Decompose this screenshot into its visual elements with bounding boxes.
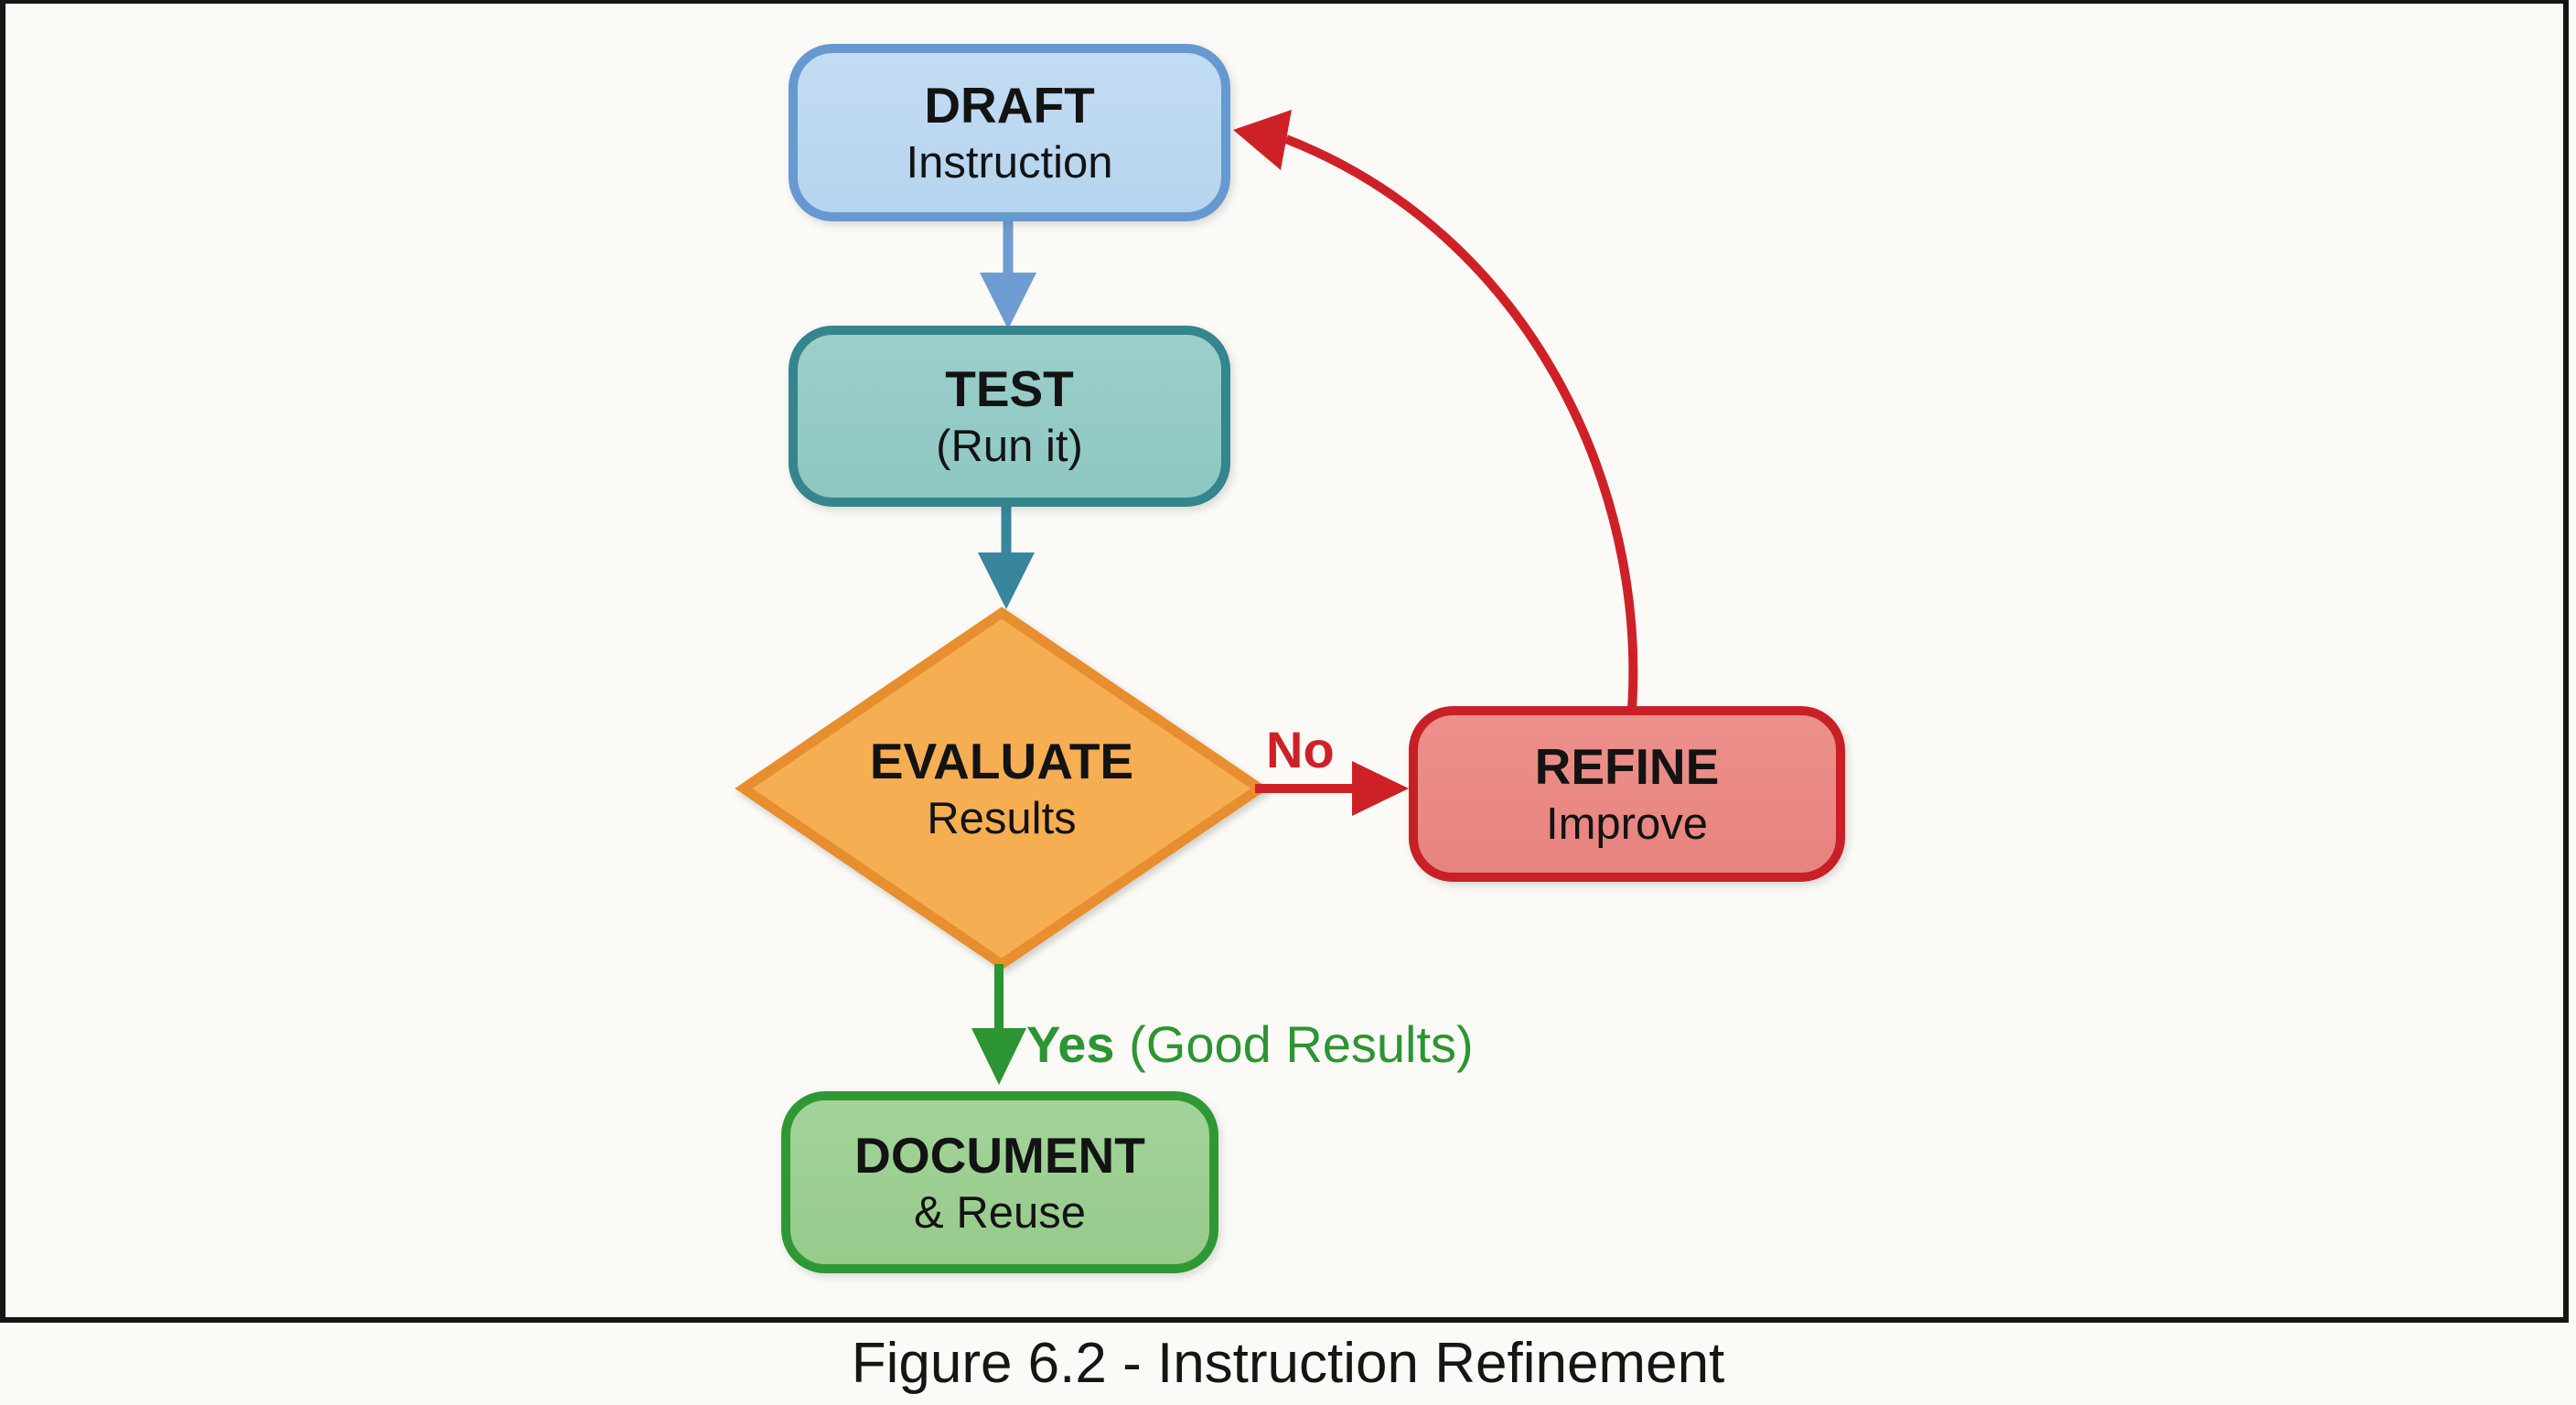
node-evaluate: EVALUATE Results: [800, 724, 1203, 853]
node-test: TEST (Run it): [789, 326, 1230, 507]
node-draft-title: DRAFT: [924, 77, 1095, 134]
node-draft: DRAFT Instruction: [789, 44, 1230, 221]
node-refine-subtitle: Improve: [1545, 799, 1708, 849]
edge-label-yes-bold: Yes: [1026, 1015, 1115, 1073]
figure-caption: Figure 6.2 - Instruction Refinement: [851, 1332, 1725, 1395]
node-draft-subtitle: Instruction: [906, 138, 1113, 188]
node-refine-title: REFINE: [1534, 738, 1720, 795]
edge-label-yes-rest: (Good Results): [1114, 1015, 1474, 1073]
node-refine: REFINE Improve: [1409, 706, 1845, 882]
node-document-subtitle: & Reuse: [914, 1187, 1086, 1238]
diagram-frame: [0, 0, 2569, 1323]
node-evaluate-title: EVALUATE: [869, 733, 1134, 789]
edge-label-no: No: [1266, 721, 1335, 778]
node-document-title: DOCUMENT: [854, 1126, 1145, 1184]
node-test-subtitle: (Run it): [936, 422, 1083, 471]
node-test-title: TEST: [945, 360, 1074, 417]
edge-label-yes: Yes (Good Results): [1026, 1017, 1474, 1072]
node-evaluate-subtitle: Results: [927, 794, 1077, 843]
node-document: DOCUMENT & Reuse: [781, 1091, 1218, 1273]
